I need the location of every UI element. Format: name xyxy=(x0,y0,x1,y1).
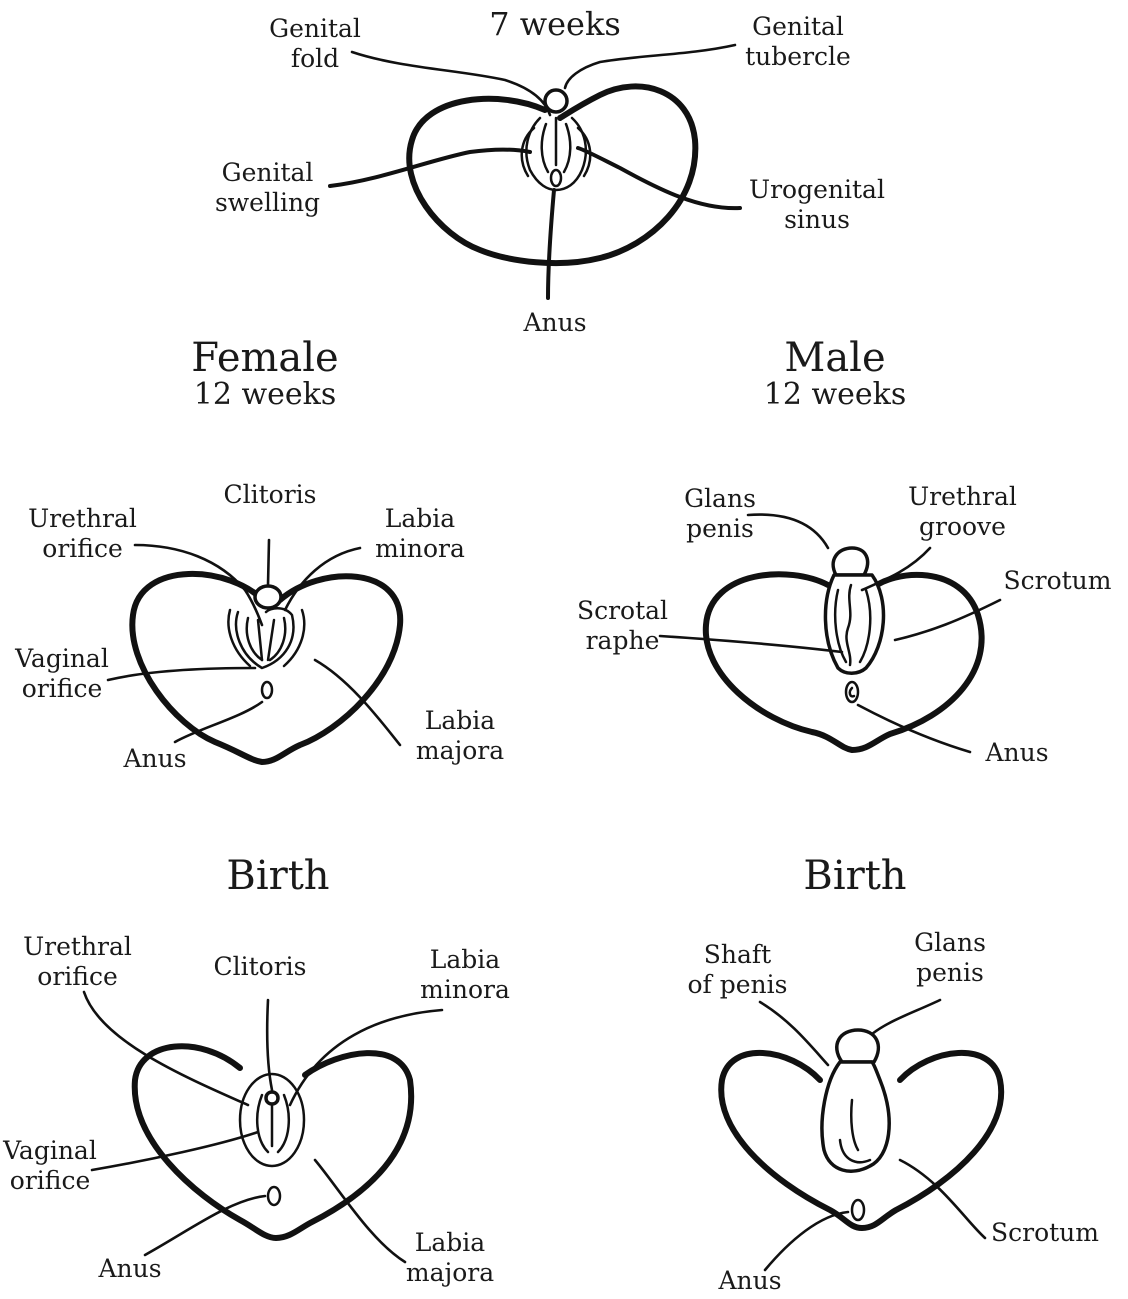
label-clitoris-female-birth: Clitoris xyxy=(200,952,320,982)
subtitle-female-12wk: 12 weeks xyxy=(165,378,365,412)
label-anus-7wk: Anus xyxy=(505,308,605,338)
label-scrotum-male-12wk: Scrotum xyxy=(995,566,1120,596)
label-clitoris-female-12wk: Clitoris xyxy=(210,480,330,510)
genital-region-female-12wk xyxy=(228,586,304,698)
title-female-birth: Birth xyxy=(178,854,378,898)
leaders-female-birth xyxy=(84,992,442,1262)
leaders-female-12wk xyxy=(108,540,400,745)
subtitle-male-12wk: 12 weeks xyxy=(735,378,935,412)
label-scrotum-male-birth: Scrotum xyxy=(980,1218,1110,1248)
figure-female-birth xyxy=(84,992,442,1262)
label-anus-female-birth: Anus xyxy=(85,1254,175,1284)
figure-male-birth xyxy=(721,1000,1001,1270)
genital-region-male-12wk xyxy=(825,548,883,702)
figure-male-12-weeks xyxy=(660,515,1000,752)
label-anus-male-birth: Anus xyxy=(705,1266,795,1296)
title-male-12wk: Male xyxy=(735,336,935,380)
title-7-weeks: 7 weeks xyxy=(470,6,640,42)
figure-female-12-weeks xyxy=(108,540,400,762)
label-anus-female-12wk: Anus xyxy=(110,744,200,774)
title-male-birth: Birth xyxy=(755,854,955,898)
figure-7-weeks xyxy=(330,45,740,298)
title-female-12wk: Female xyxy=(165,336,365,380)
label-anus-male-12wk: Anus xyxy=(972,738,1062,768)
genital-region-male-birth xyxy=(822,1030,889,1220)
